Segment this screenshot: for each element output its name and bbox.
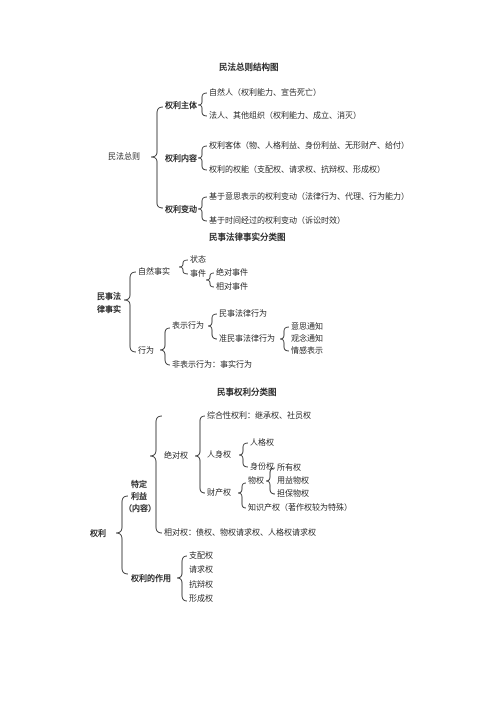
d3-ip: 知识产权（著作权较为特殊） (248, 503, 352, 512)
d1-root-brace (150, 106, 164, 209)
d2-act-brace (159, 327, 171, 366)
d3-absolute-brace (194, 415, 206, 494)
d3-function-label: 权利的作用 (131, 573, 171, 583)
d2-expressive-label: 表示行为 (172, 321, 204, 330)
d3-personal-label: 人身权 (207, 450, 231, 459)
d2-legal-act: 民事法律行为 (219, 309, 267, 318)
d3-personality: 人格权 (250, 438, 274, 447)
d1-content-brace (197, 145, 208, 171)
d2-root-brace (123, 271, 137, 353)
d1-change-item-2: 基于时间经过的权利变动（诉讼时效） (209, 216, 345, 225)
d1-subject-brace (197, 92, 208, 117)
d3-defense: 抗辩权 (189, 580, 213, 589)
d1-title: 民法总则结构图 (219, 63, 279, 73)
d3-usufruct: 用益物权 (277, 476, 309, 485)
d2-absolute-event: 绝对事件 (216, 268, 248, 277)
d1-subject-item-1: 自然人（权利能力、宣告死亡） (209, 88, 321, 97)
d3-ownership: 所有权 (277, 463, 301, 472)
d3-absolute-label: 绝对权 (164, 451, 188, 460)
d3-real-brace (265, 467, 276, 495)
d3-identity: 身份权 (250, 462, 274, 471)
d3-interest-line2: 利益 (131, 491, 147, 501)
d2-act-label: 行为 (138, 346, 154, 355)
d1-subject-item-2: 法人、其他组织（权利能力、成立、消灭） (209, 111, 361, 120)
d3-relative: 相对权：债权、物权请求权、人格权请求权 (164, 528, 316, 537)
d2-title: 民事法律事实分类图 (209, 233, 286, 243)
d2-emotion-expression: 情感表示 (291, 346, 323, 355)
d3-root-brace (115, 495, 129, 575)
d3-interest-line3: （内容） (124, 503, 156, 513)
d2-concept-notice: 观念通知 (291, 334, 323, 343)
d2-relative-event: 相对事件 (216, 282, 248, 291)
d3-claim: 请求权 (189, 565, 213, 574)
d3-formation: 形成权 (189, 594, 213, 603)
d3-property-brace (237, 482, 247, 509)
d3-personal-brace (238, 442, 249, 468)
d3-security: 担保物权 (277, 489, 309, 498)
d2-natural-brace (178, 259, 189, 275)
d2-event-label: 事件 (190, 269, 206, 278)
d2-expressive-brace (207, 313, 218, 340)
d3-property-label: 财产权 (207, 488, 231, 497)
d2-natural-label: 自然事实 (138, 267, 170, 276)
d2-state-label: 状态 (190, 255, 206, 264)
d3-root-label: 权利 (90, 528, 106, 538)
d2-intent-notice: 意思通知 (291, 322, 323, 331)
d2-root-line1: 民事法 (97, 291, 121, 301)
d1-change-item-1: 基于意思表示的权利变动（法律行为、代理、行为能力） (209, 192, 409, 201)
d2-event-brace (205, 272, 215, 288)
d3-comprehensive: 综合性权利：继承权、社员权 (207, 411, 311, 420)
d1-root-label: 民法总则 (108, 152, 140, 161)
d1-content-item-1: 权利客体（物、人格利益、身份利益、无形财产、给付） (209, 141, 409, 150)
d1-change-brace (197, 196, 208, 222)
d3-interest-brace (149, 415, 163, 534)
d2-quasi-legal-act: 准民事法律行为 (219, 334, 275, 343)
d1-content-label: 权利内容 (165, 153, 197, 163)
d3-dominion: 支配权 (189, 551, 213, 560)
d1-subject-label: 权利主体 (165, 100, 197, 110)
d2-quasi-brace (279, 326, 290, 352)
d1-content-item-2: 权利的权能（支配权、请求权、抗辩权、形成权） (209, 165, 385, 174)
d3-function-brace (176, 555, 188, 602)
d2-root-line2: 律事实 (97, 304, 121, 314)
d2-non-expressive: 非表示行为：事实行为 (172, 360, 252, 369)
d3-interest-line1: 特定 (131, 479, 147, 489)
d3-title: 民事权利分类图 (217, 388, 277, 398)
d1-change-label: 权利变动 (165, 204, 197, 214)
d3-real-label: 物权 (248, 476, 264, 485)
